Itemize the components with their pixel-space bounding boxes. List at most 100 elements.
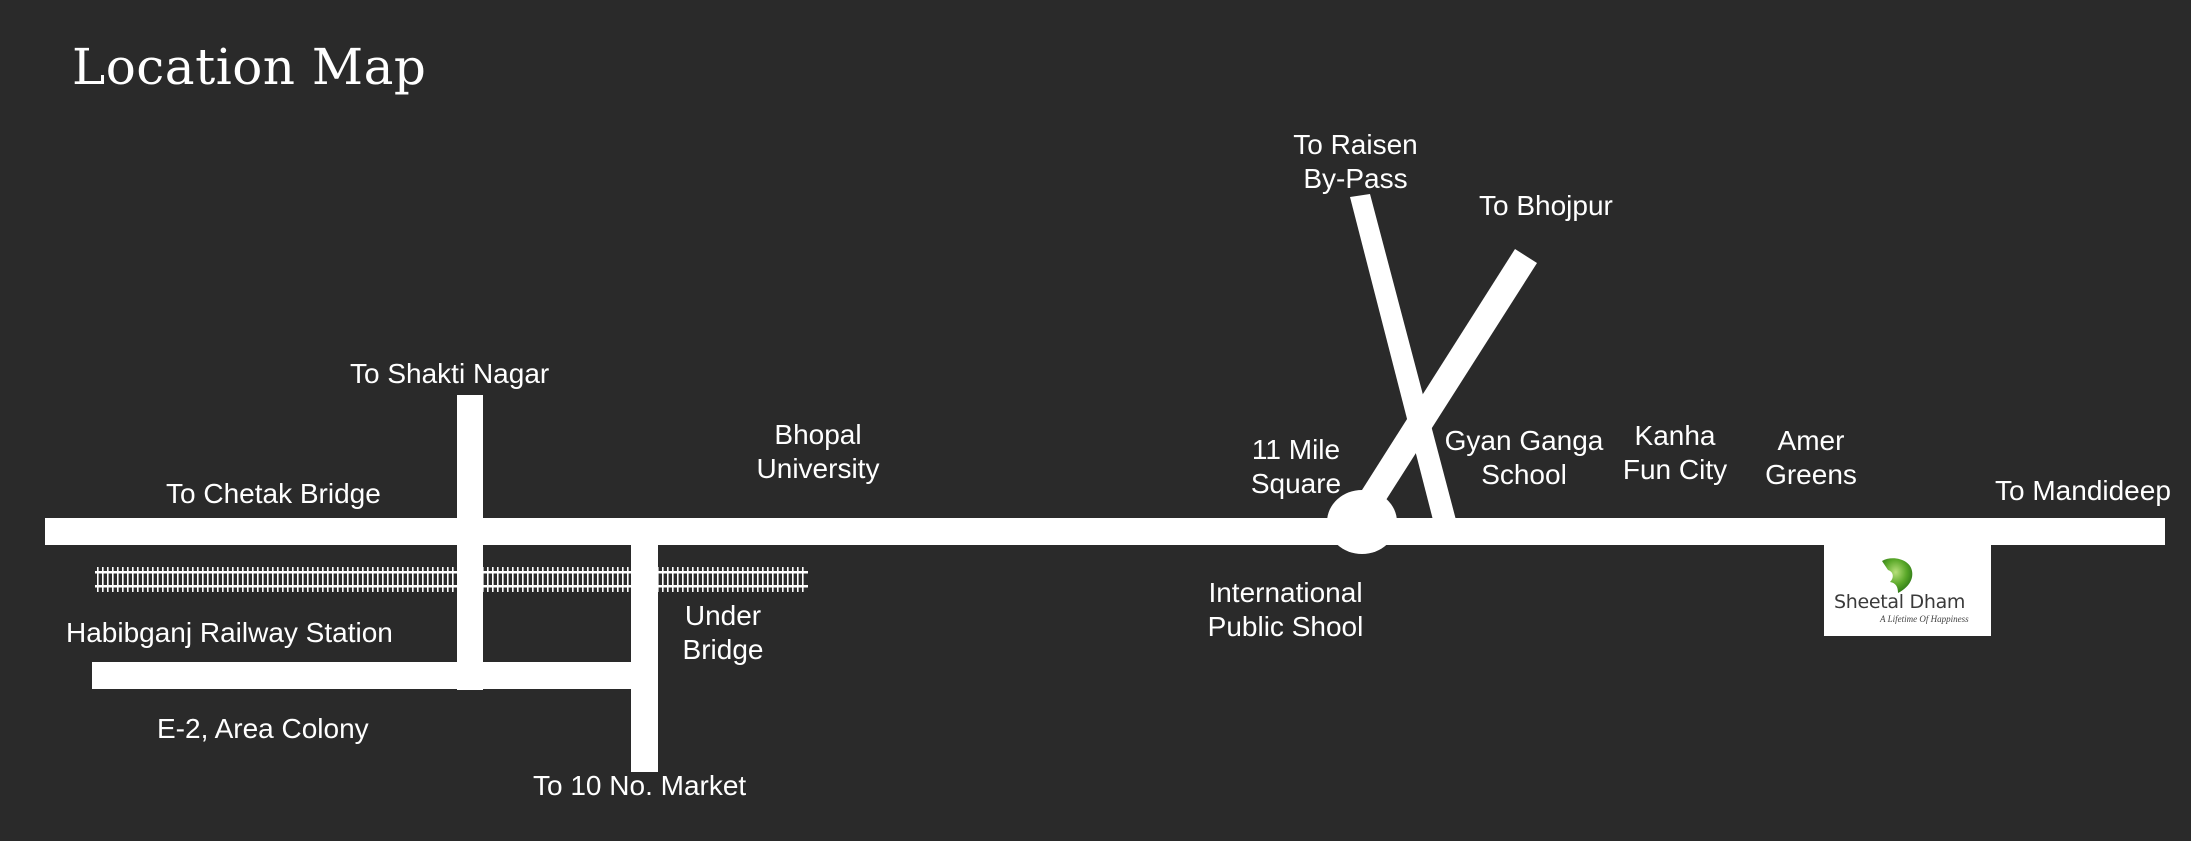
- railway-tie: [547, 567, 549, 592]
- railway-tie: [767, 567, 769, 592]
- label-line: Fun City: [1622, 454, 1728, 485]
- railway-tie: [687, 567, 689, 592]
- railway-line: [95, 567, 808, 592]
- railway-tie: [762, 567, 764, 592]
- railway-tie: [157, 567, 159, 592]
- label-line: By-Pass: [1303, 163, 1408, 194]
- railway-tie: [507, 567, 509, 592]
- label-line: To Shakti Nagar: [350, 358, 550, 389]
- label-line: To Chetak Bridge: [166, 478, 381, 509]
- railway-tie: [532, 567, 534, 592]
- railway-tie: [372, 567, 374, 592]
- railway-tie: [542, 567, 544, 592]
- railway-tie: [787, 567, 789, 592]
- railway-tie: [237, 567, 239, 592]
- label-line: Gyan Ganga: [1444, 425, 1604, 456]
- railway-tie: [162, 567, 164, 592]
- label-line: Bhopal: [774, 419, 862, 450]
- area-colony-road: [92, 662, 658, 689]
- railway-tie: [432, 567, 434, 592]
- railway-tie: [182, 567, 184, 592]
- railway-tie: [192, 567, 194, 592]
- railway-tie: [667, 567, 669, 592]
- railway-tie: [252, 567, 254, 592]
- railway-tie: [512, 567, 514, 592]
- railway-tie: [722, 567, 724, 592]
- railway-tie: [452, 567, 454, 592]
- railway-tie: [397, 567, 399, 592]
- railway-tie: [117, 567, 119, 592]
- railway-tie: [417, 567, 419, 592]
- railway-tie: [737, 567, 739, 592]
- railway-tie: [582, 567, 584, 592]
- railway-tie: [747, 567, 749, 592]
- railway-tie: [97, 567, 99, 592]
- railway-tie: [412, 567, 414, 592]
- railway-ties: [97, 567, 804, 592]
- railway-tie: [792, 567, 794, 592]
- railway-tie: [517, 567, 519, 592]
- railway-tie: [312, 567, 314, 592]
- railway-tie: [617, 567, 619, 592]
- railway-tie: [202, 567, 204, 592]
- railway-tie: [707, 567, 709, 592]
- railway-tie: [357, 567, 359, 592]
- label-line: Under: [684, 600, 762, 631]
- railway-rail-bottom: [95, 585, 808, 588]
- label-line: To 10 No. Market: [533, 770, 747, 801]
- railway-tie: [437, 567, 439, 592]
- label-under-bridge: Under Bridge: [678, 599, 768, 667]
- label-to-mandideep: To Mandideep: [1995, 474, 2171, 508]
- railway-tie: [427, 567, 429, 592]
- railway-tie: [347, 567, 349, 592]
- railway-tie: [402, 567, 404, 592]
- label-line: E-2, Area Colony: [157, 713, 369, 744]
- label-gyan-ganga-school: Gyan Ganga School: [1438, 424, 1610, 492]
- railway-tie: [712, 567, 714, 592]
- logo-name: Sheetal Dham: [1834, 591, 1966, 613]
- railway-tie: [802, 567, 804, 592]
- railway-tie: [502, 567, 504, 592]
- raisen-bypass-road: [1350, 194, 1456, 520]
- label-line: To Mandideep: [1995, 475, 2171, 506]
- label-e2-area-colony: E-2, Area Colony: [157, 712, 369, 746]
- railway-tie: [122, 567, 124, 592]
- railway-tie: [392, 567, 394, 592]
- under-bridge-road: [631, 545, 658, 772]
- railway-tie: [352, 567, 354, 592]
- railway-tie: [272, 567, 274, 592]
- railway-tie: [187, 567, 189, 592]
- railway-rail-top: [95, 571, 808, 574]
- label-habibganj-railway-station: Habibganj Railway Station: [66, 616, 393, 650]
- railway-tie: [552, 567, 554, 592]
- railway-tie: [692, 567, 694, 592]
- label-kanha-fun-city: Kanha Fun City: [1615, 419, 1735, 487]
- railway-tie: [622, 567, 624, 592]
- label-international-public-school: International Public Shool: [1198, 576, 1373, 644]
- railway-tie: [732, 567, 734, 592]
- railway-tie: [112, 567, 114, 592]
- railway-tie: [612, 567, 614, 592]
- railway-tie: [132, 567, 134, 592]
- railway-tie: [777, 567, 779, 592]
- railway-tie: [382, 567, 384, 592]
- railway-tie: [227, 567, 229, 592]
- railway-tie: [702, 567, 704, 592]
- railway-tie: [267, 567, 269, 592]
- label-line: Square: [1250, 468, 1342, 499]
- railway-tie: [557, 567, 559, 592]
- railway-tie: [257, 567, 259, 592]
- logo-tagline: A Lifetime Of Happiness: [1880, 614, 1969, 624]
- railway-tie: [207, 567, 209, 592]
- label-line: To Bhojpur: [1479, 190, 1613, 221]
- railway-tie: [442, 567, 444, 592]
- railway-tie: [497, 567, 499, 592]
- label-line: 11 Mile: [1251, 434, 1341, 465]
- railway-tie: [522, 567, 524, 592]
- railway-tie: [217, 567, 219, 592]
- label-to-raisen-bypass: To Raisen By-Pass: [1283, 128, 1428, 196]
- railway-tie: [142, 567, 144, 592]
- railway-tie: [717, 567, 719, 592]
- leaf-icon: [1882, 558, 1913, 593]
- railway-tie: [562, 567, 564, 592]
